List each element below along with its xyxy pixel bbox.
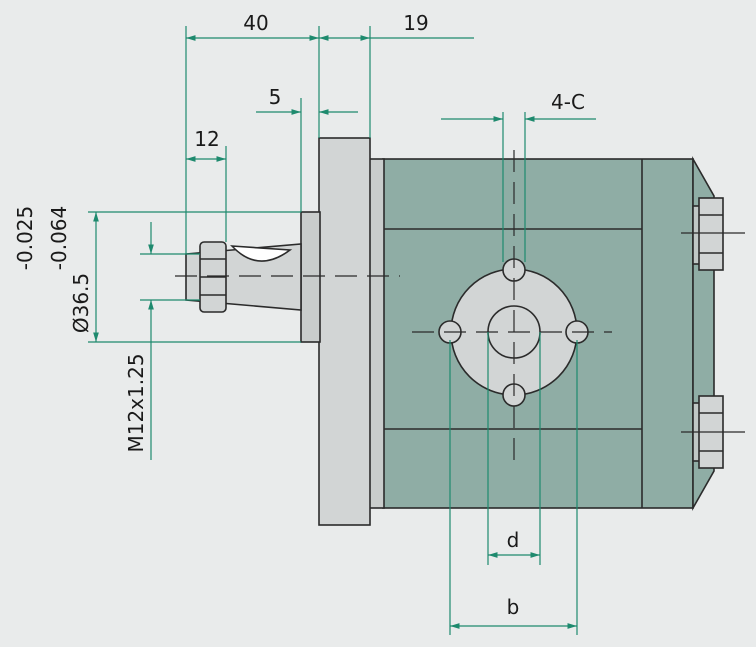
thread-spec-label: M12x1.25 (124, 353, 148, 452)
dim-40-label: 40 (243, 11, 268, 35)
rear-bolt-top (692, 197, 724, 271)
dim-12-label: 12 (194, 127, 219, 151)
tolerance-upper-label: -0.025 (13, 206, 37, 270)
shaft-nut (199, 241, 227, 313)
dim-b-label: b (507, 595, 520, 619)
port-4c-label: 4-C (551, 90, 585, 114)
dim-5-label: 5 (269, 85, 282, 109)
dimension-lines (88, 26, 596, 635)
tolerance-lower-label: -0.064 (47, 206, 71, 270)
dim-19-label: 19 (403, 11, 428, 35)
mounting-flange (300, 137, 385, 526)
dim-d-label: d (507, 528, 520, 552)
shaft-diameter-label: Ø36.5 (69, 273, 93, 333)
